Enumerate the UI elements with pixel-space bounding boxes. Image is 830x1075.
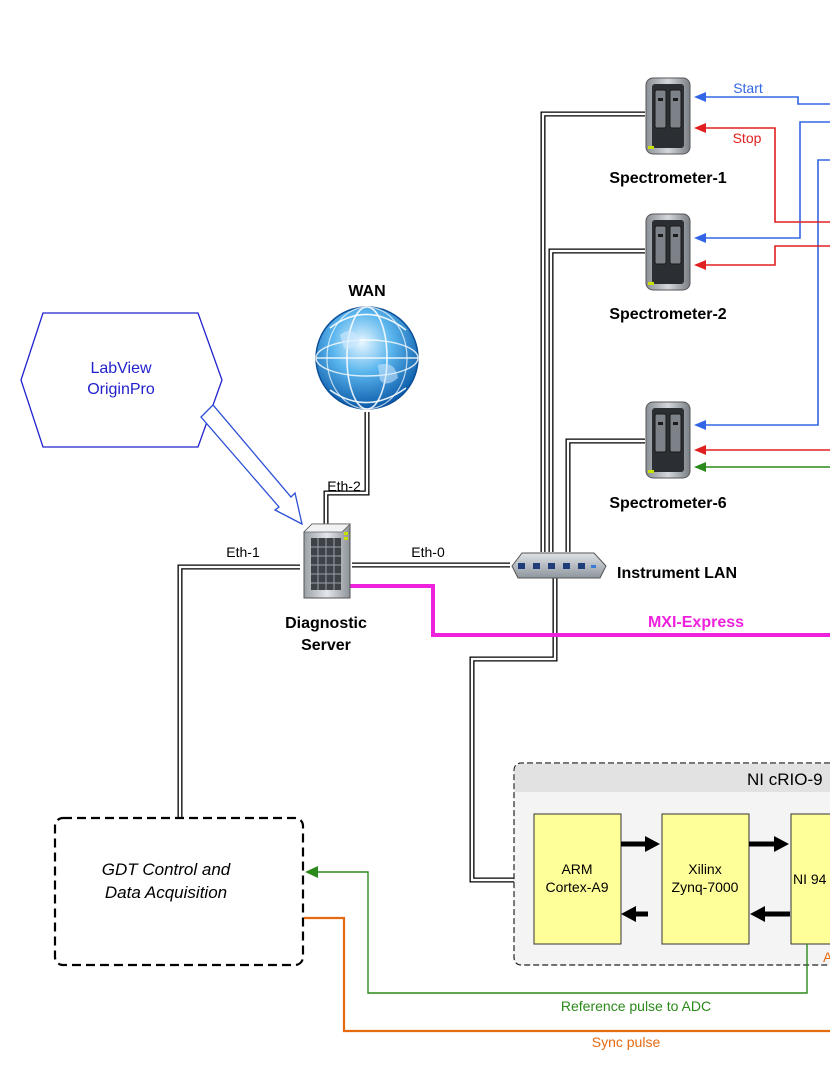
crio-title: NI cRIO-9 (747, 770, 823, 789)
network-switch-icon (511, 552, 607, 579)
eth1-label: Eth-1 (226, 544, 260, 560)
reference-pulse-line (316, 871, 808, 994)
ni-module-block (790, 813, 830, 945)
ethernet-cables (177, 111, 645, 883)
sync-pulse-label: Sync pulse (592, 1034, 661, 1050)
software-to-server-arrow (200, 404, 303, 526)
labview-label: LabView (90, 360, 152, 377)
software-hexagon (20, 312, 223, 448)
gdt-label-line1: GDT Control and (102, 860, 231, 879)
signal-arrowheads (694, 92, 706, 472)
ni-module-label: NI 94 (793, 871, 827, 887)
stop-signal-label: Stop (733, 130, 762, 146)
eth2-label: Eth-2 (327, 478, 361, 494)
diagnostic-server-label-line1: Diagnostic (285, 615, 367, 632)
instrument-lan-label: Instrument LAN (617, 565, 737, 582)
gdt-label-line2: Data Acquisition (105, 883, 227, 902)
spectrometer-6-icon (645, 401, 691, 479)
xilinx-label-line2: Zynq-7000 (672, 879, 739, 895)
spectrometer-signal-lines (700, 96, 830, 468)
diagnostic-server-icon (303, 523, 351, 599)
wan-label: WAN (348, 283, 385, 300)
reference-pulse-label: Reference pulse to ADC (561, 998, 711, 1014)
xilinx-zynq-block (661, 813, 750, 945)
eth0-label: Eth-0 (411, 544, 445, 560)
arm-label-line2: Cortex-A9 (545, 879, 608, 895)
mxi-express-label: MXI-Express (648, 614, 744, 631)
diagnostic-server-label-line2: Server (301, 637, 351, 654)
spectrometer-1-icon (645, 77, 691, 155)
reference-pulse-arrowhead (305, 866, 318, 878)
sync-pulse-line (304, 916, 830, 1033)
originpro-label: OriginPro (87, 381, 155, 398)
spectrometer-2-icon (645, 213, 691, 291)
globe-icon (315, 306, 419, 410)
start-signal-label: Start (733, 80, 763, 96)
xilinx-label-line1: Xilinx (688, 861, 721, 877)
crio-partial-mark: A (823, 949, 830, 965)
spectrometer-6-label: Spectrometer-6 (609, 495, 726, 512)
bus-arrows (621, 836, 790, 922)
arm-cortex-block (533, 813, 622, 945)
spectrometer-2-label: Spectrometer-2 (609, 306, 726, 323)
arm-label-line1: ARM (561, 861, 592, 877)
spectrometer-1-label: Spectrometer-1 (609, 170, 726, 187)
mxi-express-link (350, 584, 830, 637)
gdt-control-box (53, 816, 305, 967)
